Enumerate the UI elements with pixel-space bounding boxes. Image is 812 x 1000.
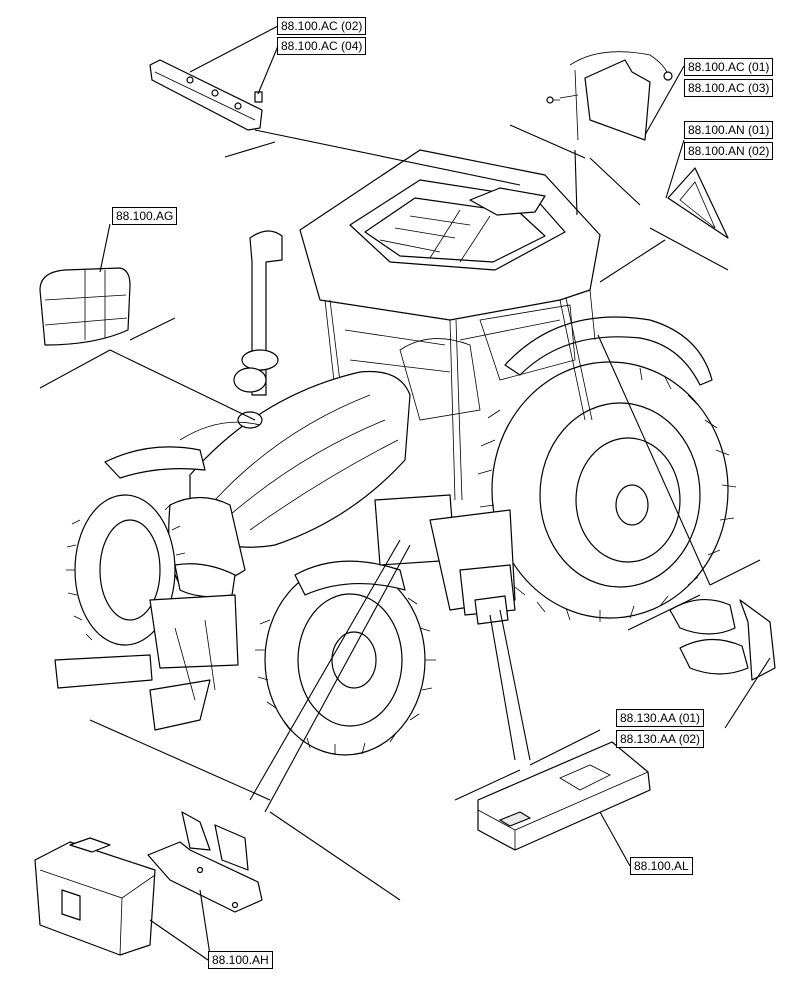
callout-text: 88.100.AG [116,209,174,223]
callout-text: 88.100.AC (02) [281,19,363,33]
callout-88-100-ag: 88.100.AG [112,207,178,225]
callout-88-100-ac-01: 88.100.AC (01) [684,58,774,76]
bracket-part-ah [147,811,263,913]
harness-part-ac01 [546,51,673,141]
callout-88-100-ac-03: 88.100.AC (03) [684,79,774,97]
callout-text: 88.100.AN (01) [688,123,770,137]
callout-88-100-an-01: 88.100.AN (01) [684,121,774,139]
callout-88-100-an-02: 88.100.AN (02) [684,142,774,160]
callout-88-100-ah: 88.100.AH [208,951,273,969]
mat-part-al [477,741,651,851]
rear-wheel-right [477,361,737,622]
callout-text: 88.100.AC (03) [688,81,770,95]
front-wheel-left [66,494,186,646]
screw-part-ac04 [254,91,263,103]
hood [168,370,411,598]
callout-text: 88.100.AH [212,953,269,967]
callout-text: 88.100.AL [634,859,689,873]
warning-triangle-part-an01 [667,167,729,239]
cab [299,149,601,501]
front-wheel-right [255,564,436,756]
cushion-part-ag [39,267,131,346]
steps-area [374,494,516,625]
toolbox-part-ah [34,837,156,956]
tractor-illustration [54,149,737,756]
leader-lines [39,25,771,961]
callout-88-100-ac-02: 88.100.AC (02) [277,17,367,35]
callout-88-130-aa-01: 88.130.AA (01) [616,709,705,727]
bracket-part-ac02 [149,59,263,131]
clamp-part-aa01 [669,598,776,681]
exhaust-pipe [233,230,283,396]
callout-text: 88.100.AC (04) [281,39,363,53]
callout-88-100-al: 88.100.AL [630,857,693,875]
callout-text: 88.130.AA (01) [620,711,701,725]
callout-88-130-aa-02: 88.130.AA (02) [616,730,705,748]
callout-88-100-ac-04: 88.100.AC (04) [277,37,367,55]
callout-text: 88.100.AN (02) [688,144,770,158]
callout-text: 88.100.AC (01) [688,60,770,74]
front-linkage [54,594,239,731]
callout-text: 88.130.AA (02) [620,732,701,746]
